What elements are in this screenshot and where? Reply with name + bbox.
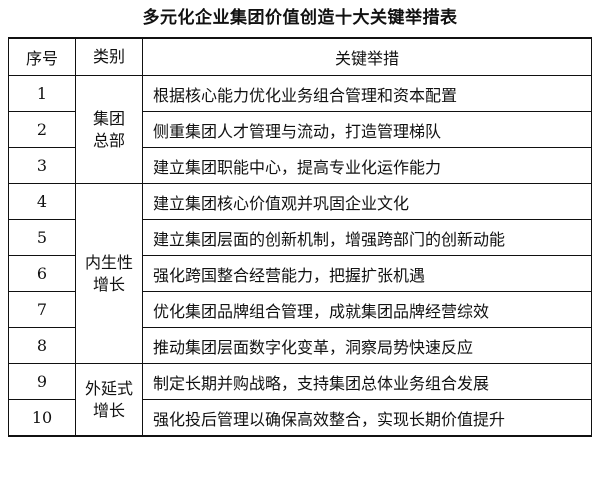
row-action: 建立集团层面的创新机制，增强跨部门的创新动能 — [142, 219, 592, 256]
header-seq: 序号 — [8, 37, 76, 76]
table-row: 9 外延式 增长 制定长期并购战略，支持集团总体业务组合发展 — [8, 363, 592, 437]
row-seq: 3 — [8, 147, 76, 184]
category-line: 总部 — [92, 130, 125, 150]
row-action: 建立集团核心价值观并巩固企业文化 — [142, 183, 592, 220]
row-action: 建立集团职能中心，提高专业化运作能力 — [142, 147, 592, 184]
row-seq: 7 — [8, 291, 76, 328]
category-line: 外延式 — [84, 378, 133, 398]
table-row: 6 强化跨国整合经营能力，把握扩张机遇 — [8, 255, 592, 292]
row-seq: 8 — [8, 327, 76, 364]
row-seq: 9 — [8, 363, 76, 400]
row-seq: 2 — [8, 111, 76, 148]
table-row: 1 集团 总部 根据核心能力优化业务组合管理和资本配置 — [8, 75, 592, 184]
category-cell: 外延式 增长 — [75, 363, 143, 437]
row-action: 推动集团层面数字化变革，洞察局势快速反应 — [142, 327, 592, 364]
row-action: 根据核心能力优化业务组合管理和资本配置 — [142, 75, 592, 112]
header-row: 序号 类别 关键举措 — [8, 37, 592, 76]
category-cell: 内生性 增长 — [75, 183, 143, 364]
table-row: 7 优化集团品牌组合管理，成就集团品牌经营综效 — [8, 291, 592, 328]
row-seq: 4 — [8, 183, 76, 220]
row-action: 制定长期并购战略，支持集团总体业务组合发展 — [142, 363, 592, 400]
table-row: 5 建立集团层面的创新机制，增强跨部门的创新动能 — [8, 219, 592, 256]
row-seq: 10 — [8, 399, 76, 437]
row-action: 优化集团品牌组合管理，成就集团品牌经营综效 — [142, 291, 592, 328]
category-line: 内生性 — [84, 252, 133, 272]
table-row: 8 推动集团层面数字化变革，洞察局势快速反应 — [8, 327, 592, 364]
header-action: 关键举措 — [142, 37, 592, 76]
category-line: 增长 — [92, 400, 125, 420]
table-row: 10 强化投后管理以确保高效整合，实现长期价值提升 — [8, 399, 592, 437]
header-category: 类别 — [75, 37, 143, 76]
row-action: 强化跨国整合经营能力，把握扩张机遇 — [142, 255, 592, 292]
row-seq: 6 — [8, 255, 76, 292]
row-seq: 1 — [8, 75, 76, 112]
row-seq: 5 — [8, 219, 76, 256]
table-row: 3 建立集团职能中心，提高专业化运作能力 — [8, 147, 592, 184]
category-line: 集团 — [92, 108, 125, 128]
table-title: 多元化企业集团价值创造十大关键举措表 — [142, 8, 458, 28]
row-action: 侧重集团人才管理与流动，打造管理梯队 — [142, 111, 592, 148]
row-action: 强化投后管理以确保高效整合，实现长期价值提升 — [142, 399, 592, 437]
category-line: 增长 — [92, 274, 125, 294]
table-row: 4 内生性 增长 建立集团核心价值观并巩固企业文化 — [8, 183, 592, 364]
key-measures-table: 序号 类别 关键举措 1 集团 总部 根据核心能力优化业务组合管理和资本配置 2… — [8, 37, 592, 437]
category-cell: 集团 总部 — [75, 75, 143, 184]
